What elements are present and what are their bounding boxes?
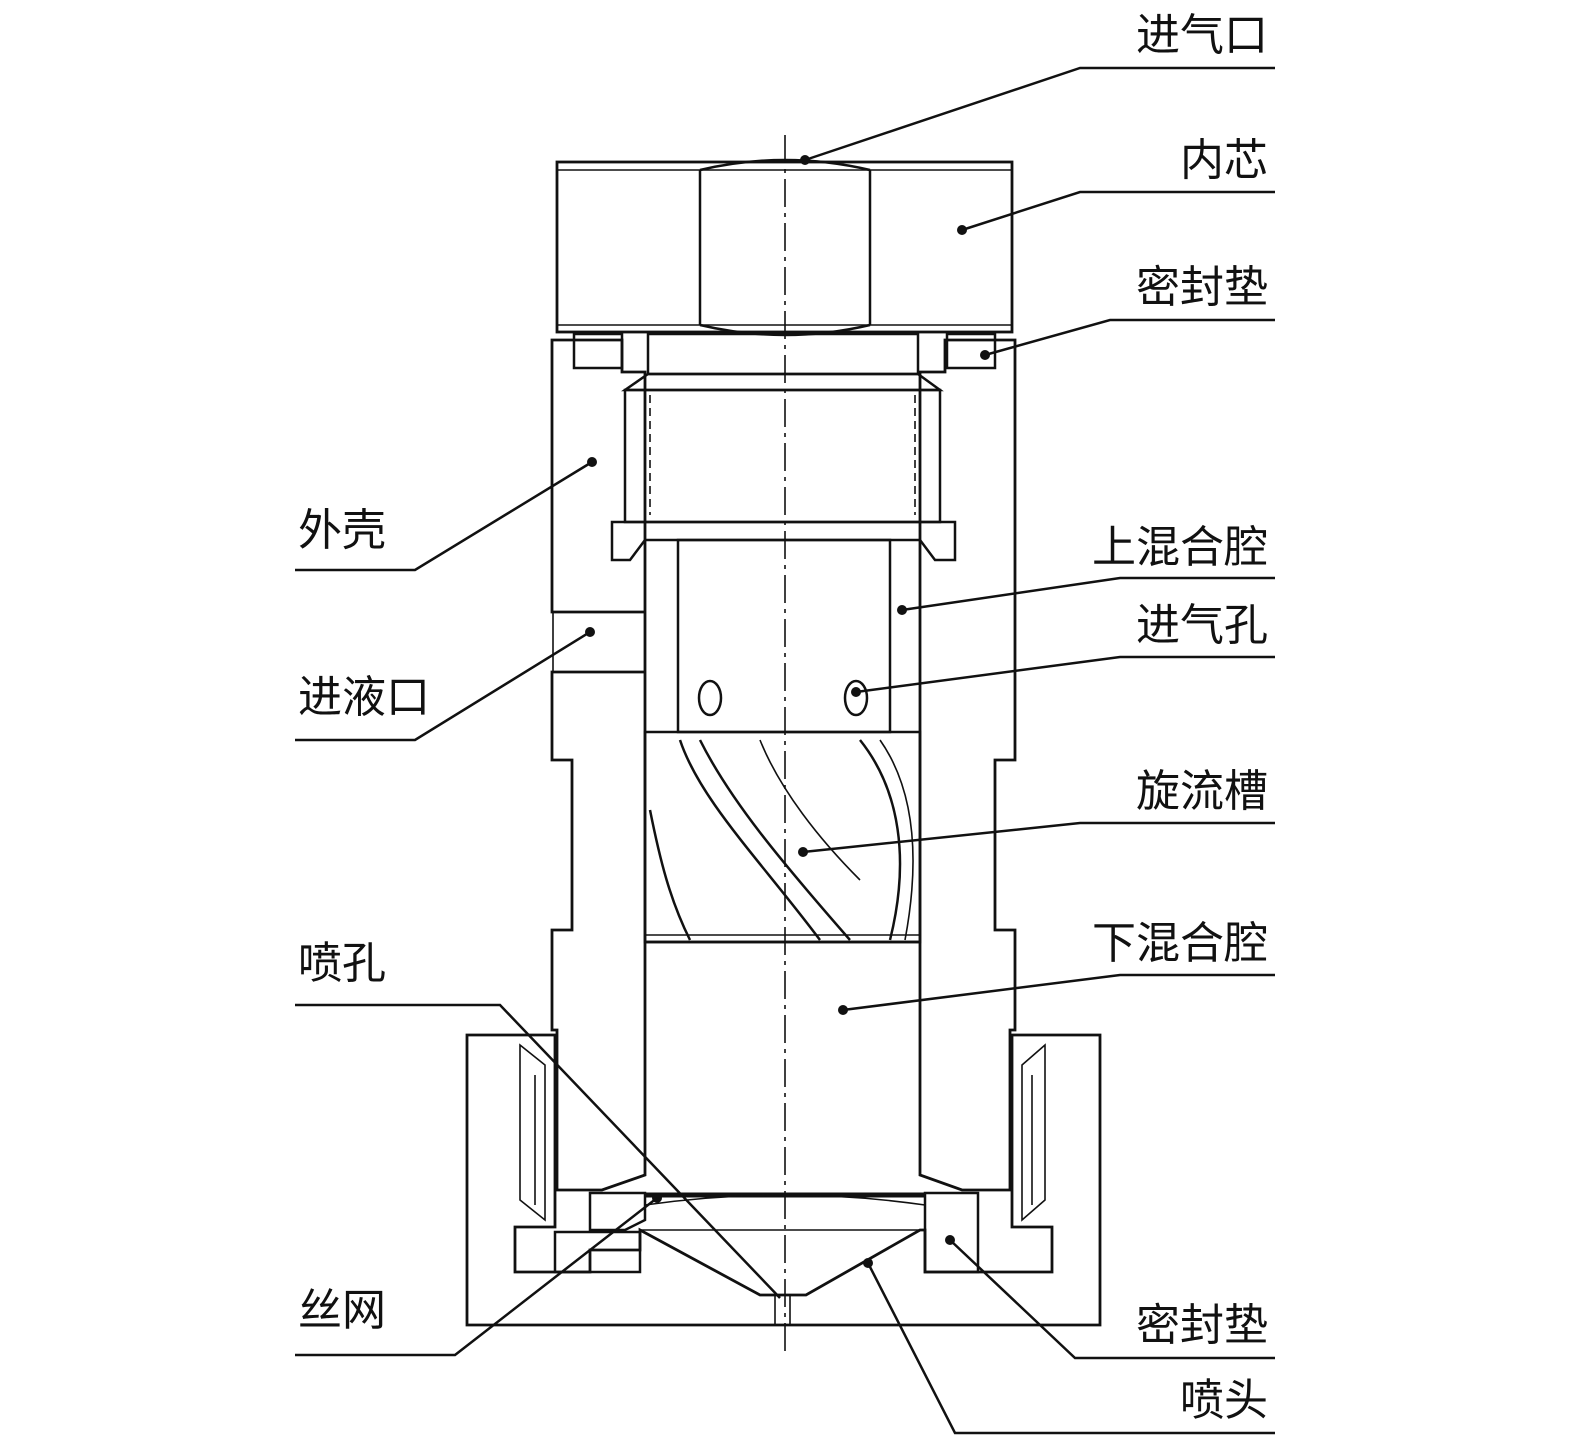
label-mesh: 丝网 — [298, 1285, 386, 1336]
leader-lines — [295, 66, 1275, 1435]
label-inner-core: 内芯 — [1180, 135, 1268, 186]
gasket-top-left — [572, 332, 624, 370]
label-air-hole: 进气孔 — [1136, 600, 1268, 651]
label-gasket-top: 密封垫 — [1136, 262, 1268, 313]
label-upper-chamber: 上混合腔 — [1092, 522, 1268, 573]
label-swirl-groove: 旋流槽 — [1136, 766, 1268, 817]
label-gasket-bottom: 密封垫 — [1136, 1300, 1268, 1351]
nozzle-head-body — [465, 1033, 1102, 1327]
label-lower-chamber: 下混合腔 — [1092, 918, 1268, 969]
inner-core-body — [610, 332, 957, 944]
leader-dots — [585, 155, 990, 1268]
label-spray-hole: 喷孔 — [298, 938, 386, 989]
label-inlet-air: 进气口 — [1136, 10, 1268, 61]
shell-body — [550, 338, 1017, 1192]
label-nozzle-head: 喷头 — [1180, 1375, 1268, 1426]
label-shell: 外壳 — [298, 505, 386, 556]
label-liquid-inlet: 进液口 — [298, 672, 430, 723]
